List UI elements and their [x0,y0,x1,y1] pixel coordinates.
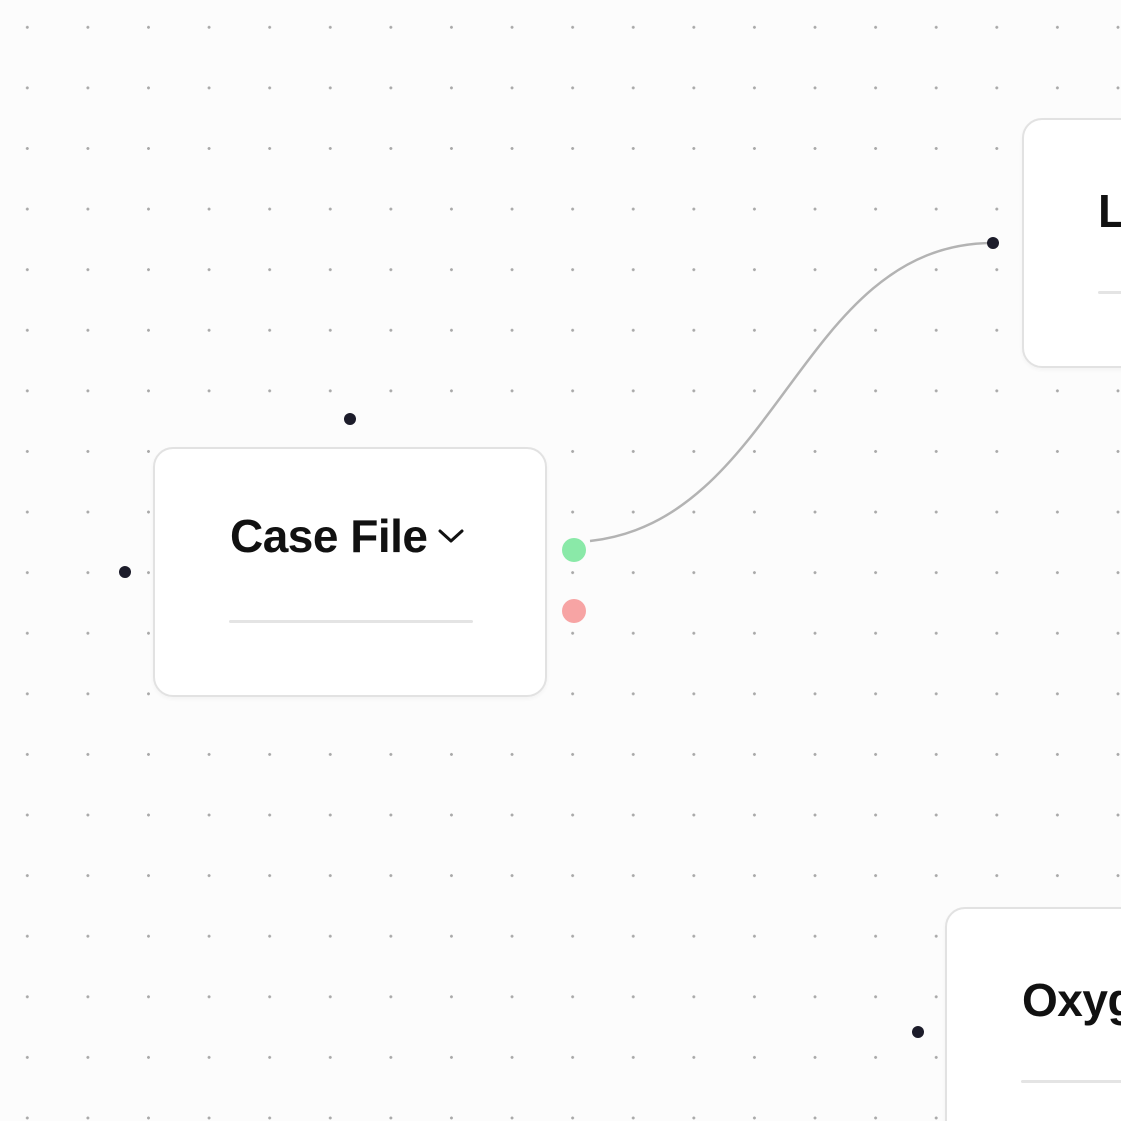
bottom-right-node-divider [1021,1080,1121,1083]
top-right-node-header[interactable]: L [1098,188,1121,234]
bottom-right-node-input-handle[interactable] [912,1026,924,1038]
case-file-left-input-handle[interactable] [119,566,131,578]
case-file-node[interactable]: Case File [153,447,547,697]
case-file-node-title: Case File [230,510,428,562]
bottom-right-node-header[interactable]: Oxyg [1022,977,1121,1023]
case-file-failure-handle[interactable] [562,599,586,623]
case-file-success-handle[interactable] [562,538,586,562]
bottom-right-node[interactable]: Oxyg [945,907,1121,1121]
top-right-node-title: L [1098,188,1121,234]
case-file-node-divider [229,620,473,623]
case-file-node-header[interactable]: Case File [230,513,466,559]
case-file-top-input-handle[interactable] [344,413,356,425]
bottom-right-node-title: Oxyg [1022,974,1121,1026]
top-right-node-divider [1098,291,1121,294]
top-right-node-input-handle[interactable] [987,237,999,249]
edge-case-file-to-top-right[interactable] [589,241,994,543]
chevron-down-icon[interactable] [436,526,466,546]
top-right-node[interactable]: L [1022,118,1121,368]
